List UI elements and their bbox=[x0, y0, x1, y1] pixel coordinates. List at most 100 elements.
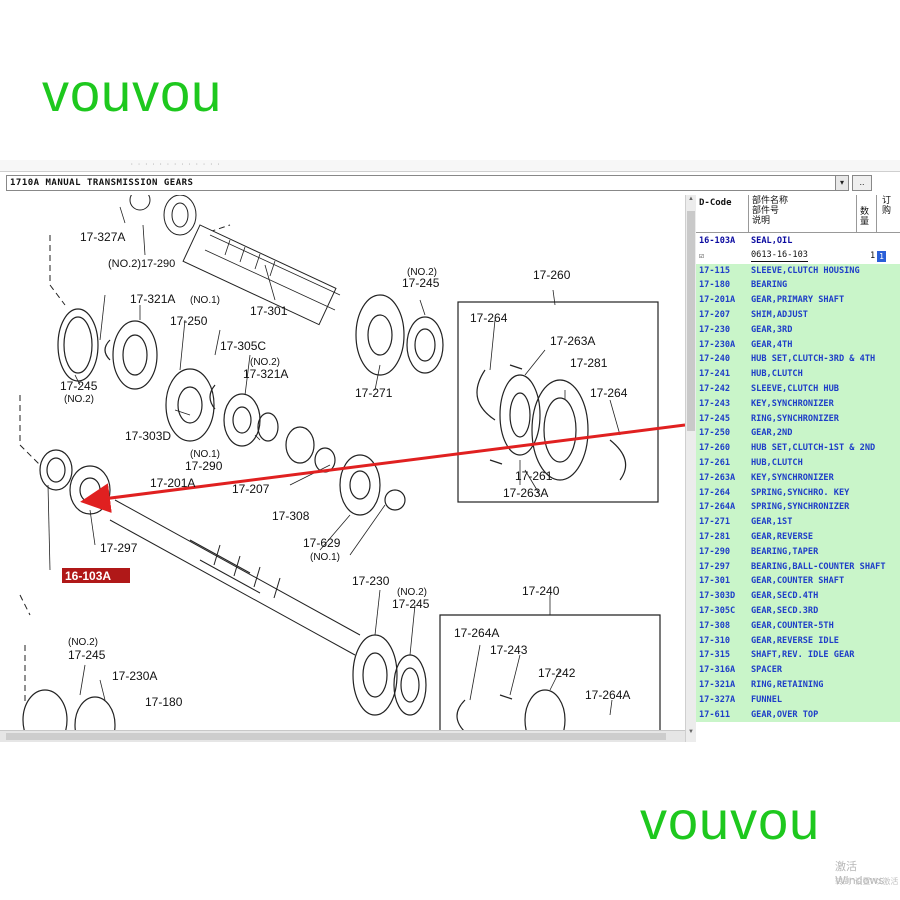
part-name: SHAFT,REV. IDLE GEAR bbox=[751, 650, 855, 661]
diagram-label: (NO.2)17-290 bbox=[108, 258, 175, 270]
order-qty-input[interactable]: 1 bbox=[877, 250, 886, 262]
diagram-label: 17-180 bbox=[145, 695, 183, 709]
vertical-scrollbar[interactable]: ▲ ▼ bbox=[685, 195, 696, 742]
diagram-label: 17-290 bbox=[185, 459, 223, 473]
part-name: SPRING,SYNCHRO. KEY bbox=[751, 487, 850, 498]
part-code: 17-115 bbox=[699, 265, 731, 276]
part-name: GEAR,COUNTER-5TH bbox=[751, 620, 834, 631]
table-row[interactable]: 17-316A SPACER bbox=[696, 663, 900, 678]
diagram-label: 17-260 bbox=[533, 268, 571, 282]
diagram-label: 17-230A bbox=[112, 669, 157, 683]
part-code: 17-321A bbox=[699, 679, 736, 690]
watermark-top: vouvou bbox=[42, 63, 223, 123]
part-code: 17-281 bbox=[699, 531, 731, 542]
diagram-label: 17-321A bbox=[243, 367, 288, 381]
diagram-label: 17-243 bbox=[490, 643, 528, 657]
scroll-up-icon[interactable]: ▲ bbox=[688, 196, 694, 202]
table-row[interactable]: 17-180 BEARING bbox=[696, 278, 900, 294]
part-name: BEARING bbox=[751, 280, 788, 291]
part-code: 17-243 bbox=[699, 398, 731, 409]
vertical-scroll-thumb[interactable] bbox=[687, 211, 695, 431]
diagram-label: 17-250 bbox=[170, 314, 208, 328]
exploded-diagram[interactable]: 17-327A (NO.2)17-290 17-301 17-321A (NO.… bbox=[0, 195, 685, 730]
horizontal-scroll-thumb[interactable] bbox=[6, 733, 666, 740]
part-code: 17-230 bbox=[699, 324, 731, 335]
table-row[interactable]: 17-321A RING,RETAINING bbox=[696, 677, 900, 693]
part-name: KEY,SYNCHRONIZER bbox=[751, 472, 834, 483]
part-code: 17-240 bbox=[699, 354, 731, 365]
diagram-label: (NO.2) bbox=[64, 394, 94, 405]
part-name: HUB,CLUTCH bbox=[751, 457, 803, 468]
part-name: GEAR,COUNTER SHAFT bbox=[751, 576, 845, 587]
diagram-label: 17-281 bbox=[570, 356, 608, 370]
table-row[interactable]: 17-201A GEAR,PRIMARY SHAFT bbox=[696, 293, 900, 308]
table-row[interactable]: 17-327A FUNNEL bbox=[696, 692, 900, 708]
windows-activation-hint: 转到"设置"以激活 bbox=[835, 877, 899, 886]
table-row[interactable]: 17-315 SHAFT,REV. IDLE GEAR bbox=[696, 648, 900, 664]
part-name: SPRING,SYNCHRONIZER bbox=[751, 502, 850, 513]
part-name: SPACER bbox=[751, 665, 783, 676]
diagram-label: 17-301 bbox=[250, 304, 288, 318]
diagram-label: 17-321A bbox=[130, 292, 175, 306]
part-name: BEARING,BALL-COUNTER SHAFT bbox=[751, 561, 886, 572]
col-header-name-l1: 部件名称 bbox=[752, 196, 789, 206]
col-header-order: 订购 bbox=[882, 196, 892, 216]
col-header-name-l2: 部件号 bbox=[752, 206, 780, 216]
part-number: 0613-16-103 bbox=[751, 249, 808, 262]
more-button[interactable]: .. bbox=[852, 175, 872, 191]
diagram-label: 17-245 bbox=[392, 597, 430, 611]
diagram-label: 17-245 bbox=[60, 379, 98, 393]
part-code: 17-201A bbox=[699, 295, 736, 306]
part-code: 17-250 bbox=[699, 428, 731, 439]
part-code: 17-242 bbox=[699, 383, 731, 394]
diagram-label: (NO.1) bbox=[190, 449, 220, 460]
part-name: SHIM,ADJUST bbox=[751, 309, 808, 320]
scroll-down-icon[interactable]: ▼ bbox=[688, 729, 694, 735]
part-code: 17-315 bbox=[699, 650, 731, 661]
toolbar-dots: · · · · · · · · · · · · · bbox=[130, 161, 221, 168]
part-name: HUB SET,CLUTCH-1ST & 2ND bbox=[751, 443, 876, 454]
diagram-label: 17-297 bbox=[100, 541, 138, 555]
diagram-label: 17-629 bbox=[303, 536, 341, 550]
part-code: 17-316A bbox=[699, 665, 736, 676]
table-row[interactable]: 16-103A SEAL,OIL bbox=[696, 234, 900, 249]
part-name: FUNNEL bbox=[751, 694, 783, 705]
group-select[interactable]: 1710A MANUAL TRANSMISSION GEARS bbox=[6, 175, 849, 191]
selected-part-detail[interactable]: ☑ 0613-16-103 1 1 bbox=[696, 248, 900, 264]
part-code: 17-180 bbox=[699, 280, 731, 291]
chevron-down-icon[interactable]: ▾ bbox=[835, 176, 848, 190]
part-name: RING,RETAINING bbox=[751, 679, 824, 690]
checkbox[interactable]: ☑ bbox=[699, 250, 704, 260]
parts-list-header: D-Code 部件名称 部件号 说明 数量 订购 bbox=[696, 195, 900, 233]
diagram-label: 17-207 bbox=[232, 482, 270, 496]
horizontal-scrollbar[interactable] bbox=[0, 730, 685, 742]
diagram-label: 17-245 bbox=[402, 276, 440, 290]
part-name: GEAR,PRIMARY SHAFT bbox=[751, 295, 845, 306]
part-code: 17-327A bbox=[699, 694, 736, 705]
